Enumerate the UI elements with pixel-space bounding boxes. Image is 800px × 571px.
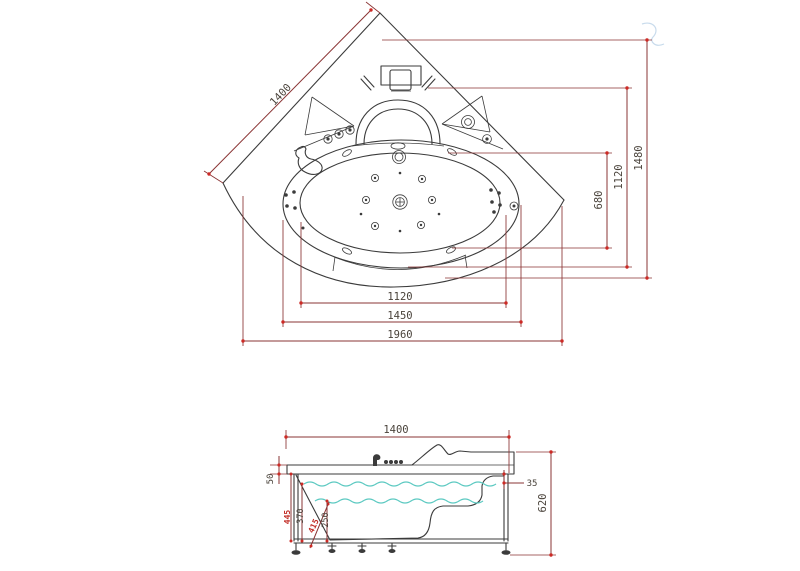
bowl-dot <box>437 212 441 216</box>
headrest-inner <box>363 108 433 145</box>
roman-faucet <box>390 142 406 164</box>
deck-pegs <box>360 75 436 91</box>
dim-sideview-250-label: 250 <box>321 512 331 527</box>
headrest-base <box>351 142 445 147</box>
top-view-dimensions: 1400 680 1120 1480 1120 1450 <box>203 1 652 346</box>
button-cluster-left <box>284 190 305 230</box>
dim-topview-1120v-label: 1120 <box>613 164 625 189</box>
waterline-upper <box>303 481 497 487</box>
wedge-left <box>293 96 355 152</box>
mixer-lever <box>295 145 323 175</box>
waterline-lower <box>314 498 484 504</box>
water-lines <box>303 481 497 504</box>
deck-oval-jet-tr <box>447 148 457 156</box>
jet-ring-left-3 <box>345 125 355 135</box>
ext-lines-bottom <box>242 196 563 346</box>
dim-topview-680-label: 680 <box>593 191 605 210</box>
faucet-spout <box>373 454 381 466</box>
front-seat-band <box>332 254 468 272</box>
jet-ring-right-small <box>482 134 492 144</box>
bowl-jet <box>370 221 379 230</box>
leader-lines-right <box>382 39 652 279</box>
dim-line-edge-1400 <box>207 8 373 176</box>
deck-faucet <box>373 454 403 466</box>
button-cluster-right <box>489 188 502 214</box>
dim-sideview-445-label: 445 <box>283 510 292 525</box>
bowl-jet <box>417 174 426 183</box>
bowl-jets <box>359 171 441 233</box>
bowl-profile <box>295 474 505 541</box>
deck-jets <box>323 115 519 255</box>
basin-outer-rim <box>282 139 520 269</box>
jet-ring-right-edge <box>509 201 519 211</box>
side-deck <box>286 444 515 475</box>
control-panel <box>380 65 422 92</box>
bowl-jet <box>416 220 425 229</box>
control-panel-outer <box>380 65 422 86</box>
bowl-jet <box>427 195 436 204</box>
ext-line <box>510 451 556 556</box>
dim-topview-1450-label: 1450 <box>387 310 412 322</box>
dim-topview-1480-label: 1480 <box>633 145 645 170</box>
feet <box>291 542 511 555</box>
tub-edge-left <box>222 12 381 184</box>
top-view: 1400 680 1120 1480 1120 1450 <box>203 1 665 346</box>
bowl-dot <box>398 229 402 233</box>
dim-topview-1960-label: 1960 <box>387 329 412 341</box>
stray-mark <box>641 22 665 46</box>
wedge-right <box>441 95 504 150</box>
dim-sideview-1400-label: 1400 <box>383 424 408 436</box>
dim-sideview-50-label: 50 <box>266 474 276 485</box>
dim-topview-edge-label: 1400 <box>268 82 294 109</box>
seat-seam-left <box>332 256 336 272</box>
seat-arc <box>333 254 467 270</box>
bowl-jet <box>361 195 370 204</box>
side-view-dimensions: 1400 50 35 620 445 370 415 <box>266 424 556 557</box>
drain <box>392 194 408 210</box>
deck-oval-jet-tl <box>342 149 352 157</box>
peg-right <box>421 75 436 91</box>
dim-sideview-370-label: 370 <box>296 508 306 523</box>
headrest-outer <box>355 99 441 145</box>
bowl-jet <box>370 173 379 182</box>
skirt-left-leg <box>293 473 299 542</box>
bowl-dot <box>359 212 363 216</box>
peg-left <box>360 75 375 91</box>
seat-seam-right <box>464 254 468 269</box>
dim-topview-1120h-label: 1120 <box>387 291 412 303</box>
headrest <box>351 99 445 147</box>
dim-line-415 <box>309 501 330 549</box>
tub-outline <box>222 12 565 288</box>
side-view: 1400 50 35 620 445 370 415 <box>266 424 556 557</box>
tub-edge-right <box>379 12 565 201</box>
jet-ring-left-1 <box>323 134 333 144</box>
jet-ring-right-large <box>461 115 475 129</box>
deck-oval-jet-bl <box>342 247 352 255</box>
control-panel-inner <box>389 69 412 91</box>
ext-line <box>203 1 381 184</box>
deck-profile <box>286 444 515 475</box>
jet-ring-left-2 <box>334 129 344 139</box>
dim-sideview-620-label: 620 <box>537 494 549 513</box>
dim-sideview-35-label: 35 <box>527 479 538 489</box>
bowl-dot <box>398 171 402 175</box>
